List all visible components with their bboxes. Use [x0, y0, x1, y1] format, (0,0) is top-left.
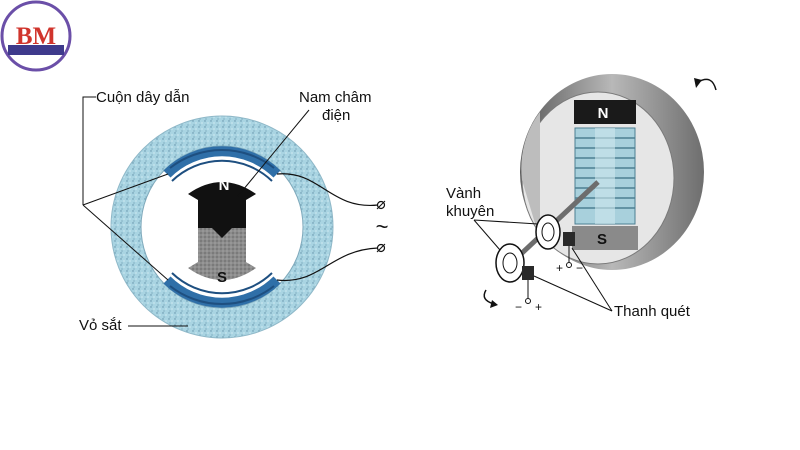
logo-band: [8, 45, 64, 55]
leader-brush-front: [533, 275, 613, 312]
brush-front-terminal: [525, 298, 531, 304]
terminal-minus-front: −: [515, 300, 522, 314]
magnet-north-label: N: [219, 177, 230, 194]
terminal-plus-back: +: [556, 261, 563, 275]
leader-coil-bottom: [82, 204, 169, 281]
pole-south-label: S: [597, 231, 607, 248]
leader-slip-ring-front: [473, 219, 501, 251]
magnet-south-half: [188, 228, 256, 280]
magnet-notch: [212, 228, 232, 238]
coil-bottom-wire: [169, 285, 275, 305]
label-brush: Thanh quét: [614, 303, 691, 320]
coil-top-wire-inner: [171, 159, 273, 182]
iron-shell: [111, 116, 333, 338]
coil-bottom: [163, 276, 281, 308]
leader-slip-ring-back: [473, 219, 539, 225]
rotor-core: [595, 128, 615, 224]
rotor-coil-stack: [574, 127, 636, 225]
label-shell: Vỏ sắt: [79, 317, 122, 334]
slip-ring-back-inner: [541, 222, 555, 242]
pole-north-label: N: [598, 105, 609, 122]
iron-shell-outer-edge: [110, 115, 334, 339]
coil-top-wire: [169, 149, 275, 169]
slip-ring-front: [495, 243, 525, 283]
magnet-north-half: [188, 182, 256, 228]
rotation-arrowhead: [694, 78, 702, 88]
output-wire-top: [276, 173, 379, 206]
slip-ring-back: [535, 214, 561, 250]
logo-text: BM: [16, 23, 56, 50]
ac-symbol: ~: [376, 214, 389, 239]
label-slip-ring-line1: Vành: [446, 185, 481, 202]
label-electromagnet-line1: Nam châm: [299, 89, 372, 106]
terminal-top: [376, 200, 386, 210]
right-diagram: N S: [446, 74, 717, 320]
terminal-top-slash: [376, 200, 386, 210]
leader-brush-back: [571, 247, 613, 312]
magnet-south-label: S: [217, 269, 227, 286]
logo: BM: [0, 0, 72, 72]
brush-front: [522, 266, 534, 280]
leader-electromagnet: [237, 109, 310, 197]
brush-back: [563, 232, 575, 246]
coil-top: [163, 146, 281, 178]
terminal-minus-back: −: [576, 261, 583, 275]
pole-north-block: [574, 100, 636, 124]
stator-inner-shade: [521, 112, 540, 240]
label-electromagnet-line2: điện: [322, 107, 350, 124]
label-slip-ring-line2: khuyên: [446, 203, 494, 220]
pole-south-block: [572, 226, 638, 250]
brush-back-terminal: [566, 262, 572, 268]
left-diagram: N S ~ Cuộn dây dẫn Nam châm điện Vỏ sắt: [79, 89, 389, 339]
terminal-bottom: [376, 243, 386, 253]
label-coil: Cuộn dây dẫn: [96, 89, 189, 106]
leader-coil-top: [82, 173, 169, 206]
terminal-plus-front: +: [535, 300, 542, 314]
slip-ring-front-inner: [502, 252, 518, 274]
terminal-bottom-slash: [376, 243, 386, 253]
shaft-rotation-arrowhead: [490, 300, 498, 308]
leader-coil-vertical: [82, 96, 96, 205]
output-wire-bottom: [276, 247, 379, 282]
coil-bottom-wire-inner: [171, 272, 273, 295]
